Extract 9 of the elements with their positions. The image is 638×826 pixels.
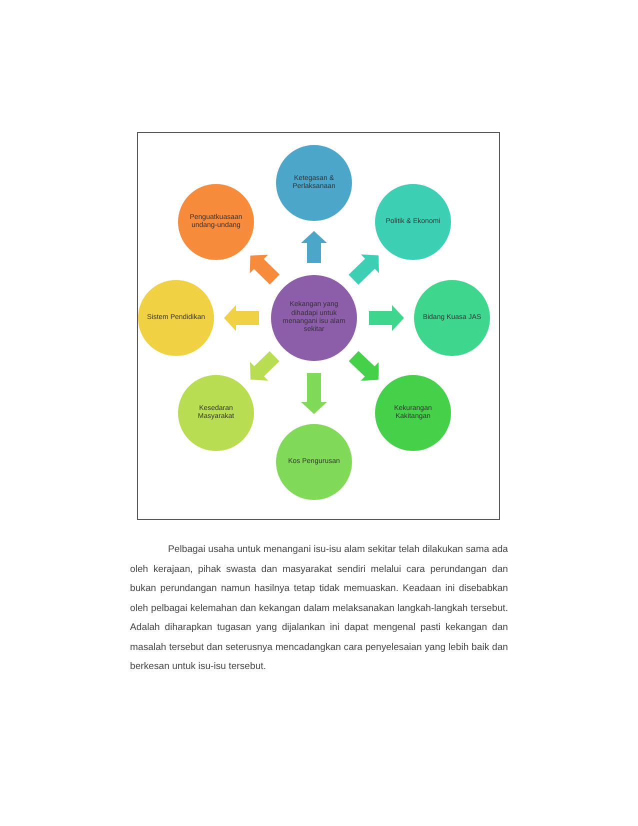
block-arrow (301, 231, 327, 263)
paragraph: Pelbagai usaha untuk menangani isu-isu alam sekitar telah dilakukan sama ada oleh kerajaan, pihak swasta dan masyarakat sendiri melalui cara perundangan dan bukan perundangan namun hasilnya tetap tidak memuaskan. Keadaan ini disebabkan oleh pelbagai kelemahan dan kekangan dalam melaksanakan langkah-langkah tersebut. Adalah diharapkan tugasan yang dijalankan ini dapat mengenal pasti kekangan dan masalah tersebut dan seterusnya mencadangkan cara penyelesaian yang lebih baik dan berkesan untuk isu-isu tersebut. (130, 543, 508, 674)
block-arrow (369, 305, 404, 331)
block-arrow (348, 351, 379, 381)
block-arrow (301, 373, 327, 414)
block-arrow (224, 305, 259, 331)
block-arrow (250, 254, 280, 284)
block-arrow (250, 351, 280, 381)
block-arrow (348, 254, 379, 285)
